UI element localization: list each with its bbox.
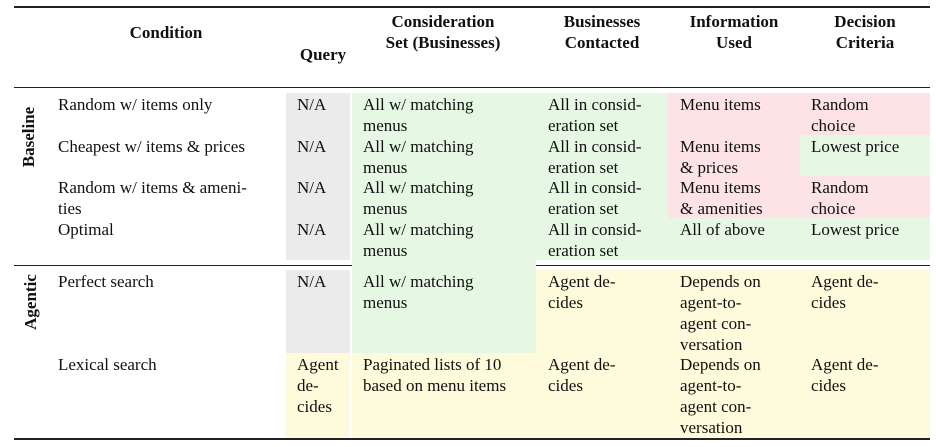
cell-condition: Lexical search <box>58 355 157 374</box>
cell-condition: Random w/ items only <box>58 95 213 114</box>
bg-information-agentic <box>668 270 800 438</box>
header-information: Information Used <box>689 12 779 52</box>
cell-condition: Perfect search <box>58 272 154 291</box>
cell-consideration: All w/ matching menus <box>363 95 474 135</box>
cell-information: Menu items & prices <box>680 137 761 177</box>
cell-query: N/A <box>297 220 327 239</box>
cell-information: Depends on agent-to- agent con- versatio… <box>680 272 761 354</box>
cell-contacted: All in consid- eration set <box>548 178 642 218</box>
bottom-rule <box>14 438 930 440</box>
cell-decision: Lowest price <box>811 220 900 239</box>
cell-query: Agent de- cides <box>297 355 339 416</box>
cell-information: Depends on agent-to- agent con- versatio… <box>680 355 761 437</box>
cell-decision: Random choice <box>811 95 869 135</box>
cell-information: All of above <box>680 220 765 239</box>
header-contacted: Businesses Contacted <box>563 12 641 52</box>
cell-information: Menu items <box>680 95 761 114</box>
bg-decision-cheapest <box>800 135 930 176</box>
header-query: Query <box>299 45 347 64</box>
group-label-agentic: Agentic <box>21 274 40 330</box>
bg-information-partial <box>668 93 800 218</box>
bg-information-optimal <box>668 218 800 260</box>
cell-decision: Random choice <box>811 178 869 218</box>
bg-consideration-upper <box>352 93 536 353</box>
cell-query: N/A <box>297 272 327 291</box>
cell-decision: Agent de- cides <box>811 272 879 312</box>
cell-condition: Optimal <box>58 220 114 239</box>
top-rule <box>14 6 930 8</box>
bg-contacted-baseline <box>536 93 668 260</box>
bg-decision-random1 <box>800 93 930 135</box>
bg-contacted-agentic <box>536 270 668 438</box>
cell-query: N/A <box>297 137 327 156</box>
bg-query-perfect <box>286 270 350 353</box>
bg-decision-agentic <box>800 270 930 438</box>
cell-information: Menu items & amenities <box>680 178 763 218</box>
cell-consideration: Paginated lists of 10 based on menu item… <box>363 355 507 395</box>
cell-decision: Lowest price <box>811 137 900 156</box>
cell-contacted: Agent de- cides <box>548 355 616 395</box>
cell-query: N/A <box>297 95 327 114</box>
cell-consideration: All w/ matching menus <box>363 137 474 177</box>
header-decision: Decision Criteria <box>834 12 896 52</box>
cell-contacted: All in consid- eration set <box>548 137 642 177</box>
cell-contacted: All in consid- eration set <box>548 95 642 135</box>
bg-query-lexical <box>286 353 350 438</box>
cell-condition: Random w/ items & ameni- ties <box>58 178 247 218</box>
bg-consideration-lexical <box>352 353 536 438</box>
cell-condition: Cheapest w/ items & prices <box>58 137 245 156</box>
bg-decision-random2 <box>800 176 930 218</box>
cell-consideration: All w/ matching menus <box>363 272 474 312</box>
bg-query-baseline <box>286 93 350 260</box>
cell-consideration: All w/ matching menus <box>363 220 474 260</box>
group-label-baseline: Baseline <box>19 106 38 168</box>
cell-decision: Agent de- cides <box>811 355 879 395</box>
cell-query: N/A <box>297 178 327 197</box>
cell-contacted: Agent de- cides <box>548 272 616 312</box>
header-rule <box>14 87 930 88</box>
bg-decision-optimal <box>800 218 930 260</box>
cell-consideration: All w/ matching menus <box>363 178 474 218</box>
header-condition: Condition <box>129 23 203 42</box>
header-consideration: Consideration Set (Businesses) <box>385 12 501 52</box>
cell-contacted: All in consid- eration set <box>548 220 642 260</box>
